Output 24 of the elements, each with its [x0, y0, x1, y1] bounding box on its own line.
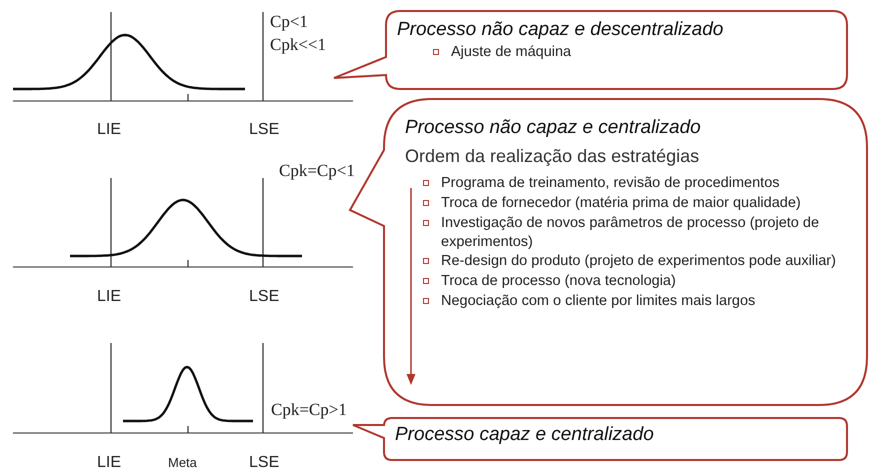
- axis-label: LIE: [97, 289, 122, 305]
- axis-label: Meta: [168, 456, 197, 469]
- callout-heading: Processo capaz e centralizado: [395, 423, 655, 447]
- index-label: Cp<1: [270, 13, 308, 30]
- callout-heading: Processo não capaz e descentralizado: [397, 18, 724, 42]
- callout-box: [352, 417, 848, 461]
- index-label: Cpk=Cp>1: [271, 401, 347, 418]
- list-item: Ajuste de máquina: [451, 44, 572, 60]
- index-label: Cpk=Cp<1: [279, 162, 355, 179]
- list-item: Investigação de novos parâmetros de processo (projeto de experimentos): [441, 214, 820, 250]
- callout-heading: Processo não capaz e centralizado: [405, 116, 702, 140]
- list-item: Troca de processo (nova tecnologia): [441, 273, 676, 290]
- axis-label: LIE: [97, 455, 122, 470]
- list-item: Troca de fornecedor (matéria prima de maior qualidade): [441, 194, 801, 211]
- list-item: Re-design do produto (projeto de experimentos pode auxiliar): [441, 253, 836, 270]
- callout-subheading: Ordem da realização das estratégias: [405, 144, 700, 168]
- axis-label: LSE: [249, 122, 280, 138]
- axis-label: LIE: [97, 122, 122, 138]
- axis-label: LSE: [249, 455, 280, 470]
- list-item: Programa de treinamento, revisão de procedimentos: [441, 175, 780, 192]
- list-item: Negociação com o cliente por limites mais largos: [441, 293, 756, 310]
- index-label: Cpk<<1: [270, 36, 326, 53]
- callout-box: [333, 10, 848, 90]
- axis-label: LSE: [249, 289, 280, 305]
